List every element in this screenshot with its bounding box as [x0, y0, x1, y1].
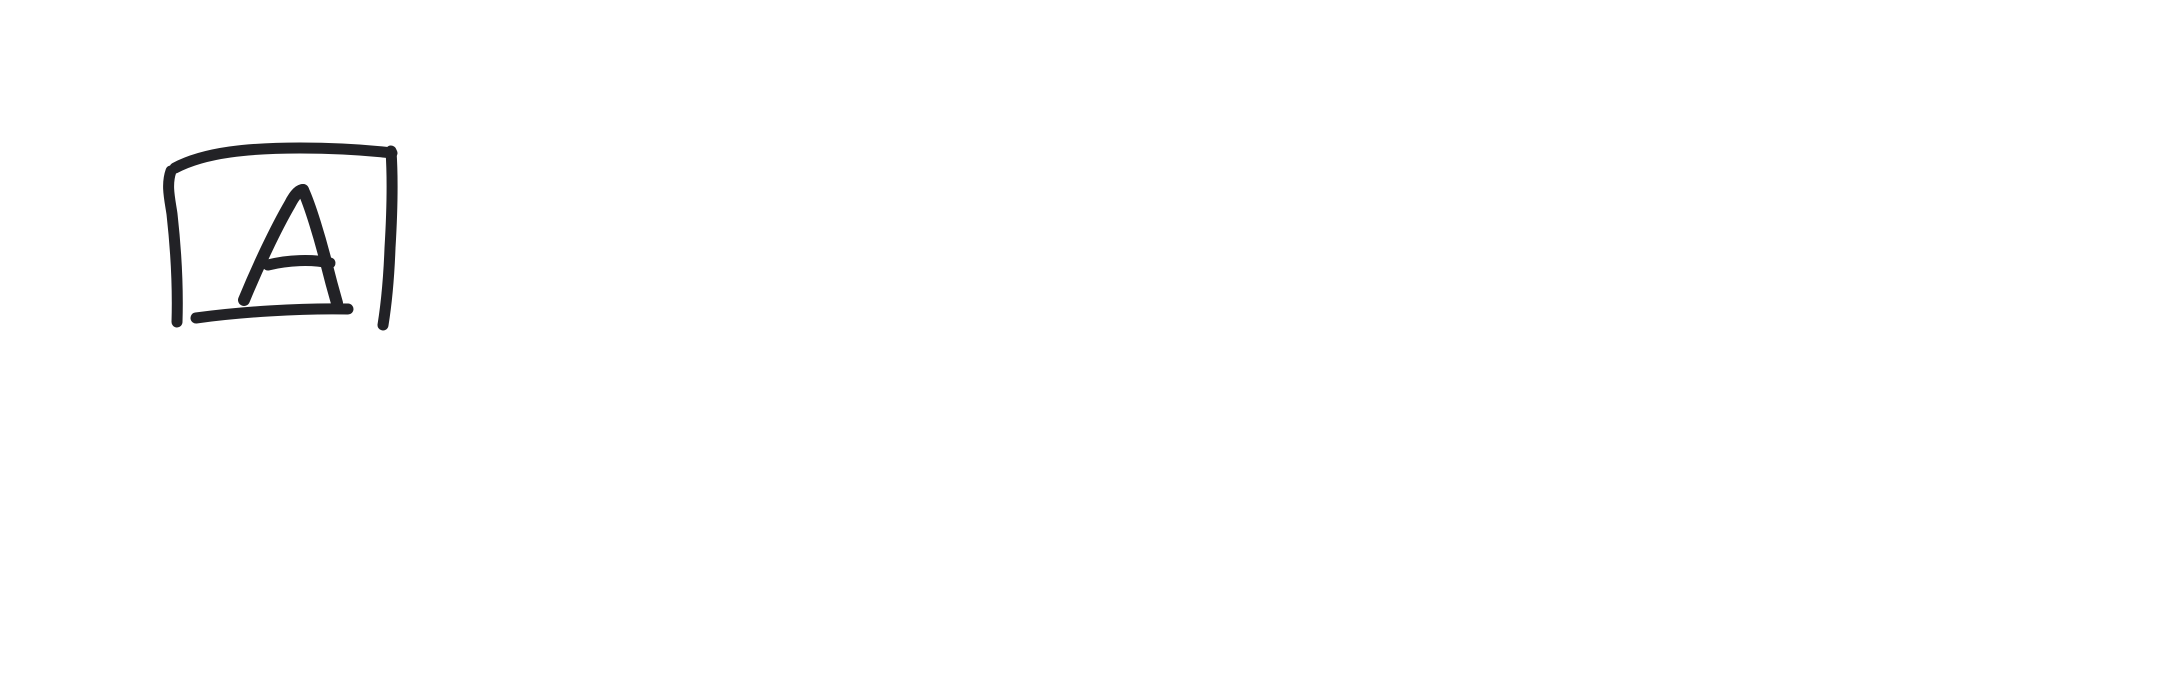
- head-box: [163, 142, 398, 331]
